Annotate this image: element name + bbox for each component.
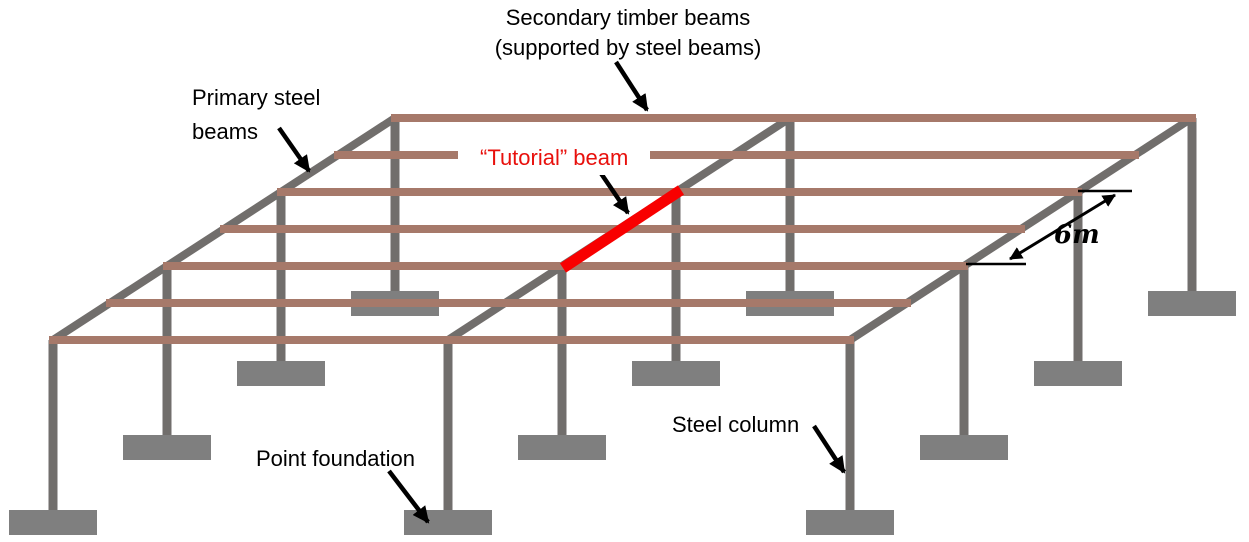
steel-column [845, 340, 855, 518]
point-foundation [518, 435, 606, 460]
primary-steel-beams-arrow [277, 126, 311, 173]
secondary-timber-beam [49, 336, 854, 344]
tutorial-beam-label: “Tutorial” beam [458, 141, 651, 175]
tutorial-beam-arrow [596, 167, 630, 215]
steel-column [785, 118, 795, 299]
point-foundation [237, 361, 325, 386]
steel-column [959, 266, 969, 443]
point-foundation [404, 510, 492, 535]
secondary-timber-beam [106, 299, 911, 307]
secondary-timber-beams-label: Secondary timber beams (supported by ste… [438, 3, 818, 63]
point-foundation [920, 435, 1008, 460]
secondary-label-line1: Secondary timber beams [505, 5, 751, 30]
primary-label-line1: Primary steel [192, 85, 321, 110]
steel-column [48, 340, 58, 518]
point-foundation-arrow [387, 469, 430, 524]
secondary-timber-beam [391, 114, 1196, 122]
steel-column [162, 266, 172, 443]
steel-column [443, 340, 453, 518]
point-foundation [123, 435, 211, 460]
point-foundation [1148, 291, 1236, 316]
steel-column [276, 192, 286, 369]
primary-steel-beams-label: Primary steel beams [192, 81, 320, 149]
steel-column [390, 118, 400, 299]
secondary-timber-beams-arrow [614, 60, 649, 112]
point-foundation-label: Point foundation [256, 446, 416, 471]
secondary-label-line2: (supported by steel beams) [494, 35, 762, 60]
steel-column-arrow [812, 424, 846, 474]
dimension-arrow [1009, 193, 1116, 261]
steel-column [557, 266, 567, 443]
steel-column [671, 192, 681, 369]
steel-column [1073, 192, 1083, 369]
point-foundation [9, 510, 97, 535]
point-foundation [632, 361, 720, 386]
point-foundation [1034, 361, 1122, 386]
primary-label-line2: beams [192, 119, 259, 144]
tutorial-beam [559, 185, 685, 273]
steel-column [1187, 118, 1197, 299]
secondary-timber-beam [334, 151, 1139, 159]
dimension-label: 6m [1054, 220, 1100, 250]
point-foundation [806, 510, 894, 535]
steel-column-label: Steel column [672, 412, 800, 437]
